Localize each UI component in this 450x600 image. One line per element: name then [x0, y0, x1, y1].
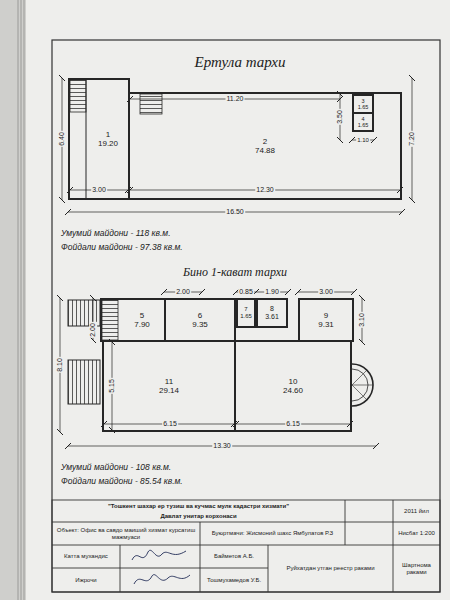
room: 99.31: [298, 298, 354, 342]
room-text: 71.65: [240, 306, 252, 320]
title-block-text: Тошмухамедов У.Б.: [202, 569, 266, 591]
page-edges: [18, 0, 24, 600]
room-area: 3.61: [265, 313, 279, 321]
room: 31.65: [352, 94, 374, 114]
room-area: 1.65: [240, 313, 252, 320]
area-note: Умумий майдони - 108 кв.м.: [60, 463, 172, 472]
paper: [26, 0, 450, 600]
room-text: 119.20: [98, 130, 118, 148]
room-area: 24.60: [283, 386, 303, 395]
dimension-label: 8.10: [56, 357, 64, 373]
room: 1129.14: [102, 340, 236, 432]
dimension-label: 6.15: [162, 420, 178, 428]
room-number: 4: [361, 116, 364, 122]
plan-title: Ертула тархи: [193, 54, 286, 71]
dimension-label: 5.15: [108, 378, 116, 394]
title-block-text: Байметов А.Б.: [202, 546, 266, 567]
title-block-text: Нисбат 1:200: [395, 523, 438, 544]
dimension-label: 3.50: [336, 109, 344, 125]
area-note: Фойдали майдони - 97.38 кв.м.: [60, 243, 184, 252]
signature: [132, 550, 190, 584]
room-text: 31.65: [358, 98, 369, 111]
room-text: 57.90: [134, 311, 150, 329]
room: 57.90: [100, 298, 166, 342]
page-frame: [52, 40, 440, 592]
room: 1024.60: [234, 340, 352, 432]
title-block: [52, 500, 440, 592]
room-text: 99.31: [318, 311, 334, 329]
room-area: 1.65: [358, 104, 369, 110]
dimension-label: 13.30: [212, 442, 232, 450]
room-text: 69.35: [192, 311, 208, 329]
title-block-text: Шартнома раками: [395, 546, 438, 591]
title-block-text: Буюртмачи: Жисмоний шахс Ямбулатов Р.З: [202, 523, 343, 544]
title-block-text: Катта мухандис: [54, 546, 118, 567]
room: 69.35: [164, 298, 236, 342]
room-number: 11: [165, 377, 173, 386]
room-area: 74.88: [255, 146, 275, 155]
title-block-text: Давлат унитар корхонаси: [54, 511, 343, 521]
dimension-label: 3.00: [318, 288, 334, 296]
room: 41.65: [352, 112, 374, 132]
dimension-label: 1.10: [356, 137, 370, 144]
dimension-label: 12.30: [255, 186, 275, 194]
room-area: 1.65: [358, 122, 369, 128]
room-number: 1: [106, 130, 110, 139]
dimension-label: 2.00: [89, 322, 97, 338]
room: 71.65: [236, 298, 256, 328]
room-text: 274.88: [255, 137, 275, 155]
room-text: 41.65: [358, 116, 369, 129]
room: 274.8831.6541.65: [128, 92, 402, 200]
title-block-text: 2011 йил: [395, 502, 438, 521]
room: 83.61: [256, 298, 288, 328]
dimension-label: 2.00: [175, 288, 191, 296]
room-number: 10: [289, 377, 298, 386]
room-number: 7: [244, 306, 247, 313]
title-block-text: "Тошкент шахар ер тузиш ва кучмас мулк к…: [54, 501, 343, 512]
room-area: 19.20: [98, 139, 118, 148]
plan-title: Бино 1-кават тархи: [182, 266, 288, 279]
room-area: 9.35: [192, 320, 208, 329]
floor-details: [68, 300, 373, 406]
room-number: 6: [198, 311, 202, 320]
room-text: 83.61: [265, 305, 279, 321]
room-area: 9.31: [318, 320, 334, 329]
room: 119.20: [68, 78, 130, 200]
room-text: 1024.60: [283, 377, 303, 395]
basement-details: [70, 80, 162, 198]
room-number: 8: [270, 305, 274, 313]
room-area: 7.90: [134, 320, 150, 329]
dimension-label: 3.00: [91, 186, 107, 194]
dimension-label: 6.40: [58, 131, 66, 147]
room-number: 9: [324, 311, 328, 320]
area-note: Умумий майдони - 118 кв.м.: [60, 229, 172, 238]
dimension-label: 7.20: [408, 131, 416, 147]
room-number: 3: [361, 98, 364, 104]
dimension-label: 6.15: [285, 420, 301, 428]
room-text: 1129.14: [159, 377, 179, 395]
dimension-label: 3.10: [358, 312, 366, 328]
dimension-lines: [60, 78, 412, 446]
room-number: 5: [140, 311, 144, 320]
dimension-label: 1.90: [264, 288, 280, 296]
title-block-text: Объект: Офис ва савдо маиший хизмат курс…: [54, 523, 198, 544]
dimension-label: 11.20: [226, 95, 245, 103]
room-number: 2: [263, 137, 267, 146]
dimension-label: 16.50: [225, 208, 245, 216]
title-block-text: Ижрочи: [54, 569, 118, 591]
dimension-label: 0.85: [238, 288, 254, 296]
area-note: Фойдали майдони - 85.54 кв.м.: [60, 477, 184, 486]
room-area: 29.14: [159, 386, 179, 395]
title-block-text: Руйхатдан утган реестр раками: [270, 546, 391, 591]
